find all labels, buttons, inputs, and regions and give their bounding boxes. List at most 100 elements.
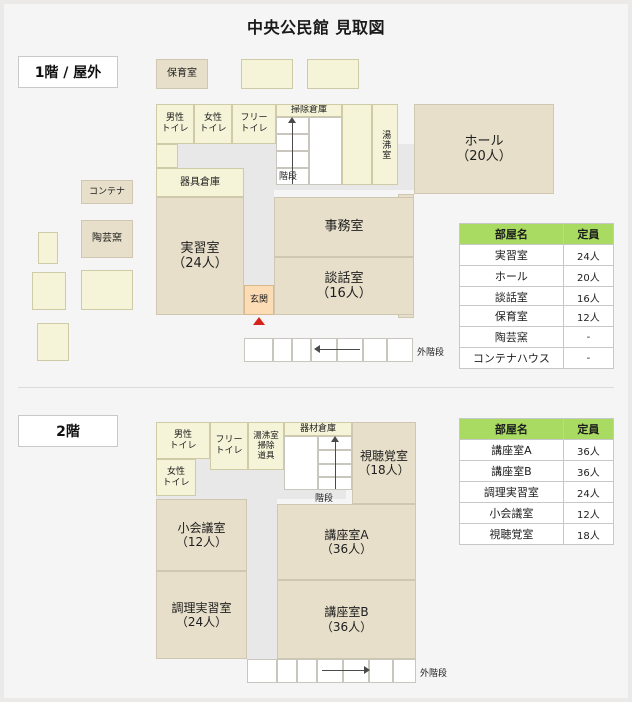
- room-2f-small-meeting[interactable]: 小会議室 （12人）: [156, 499, 247, 571]
- room-1f-boiler[interactable]: 湯沸室: [372, 104, 398, 185]
- table-cell-capacity: -: [562, 326, 615, 348]
- practice-room-name: 実習室: [180, 240, 220, 256]
- outdoor-nursery-room[interactable]: 保育室: [156, 59, 208, 89]
- outside-stair-arrow-head-2f: [364, 666, 370, 674]
- lecture-b-name: 講座室B: [324, 605, 369, 620]
- room-1f-cleaning-storage[interactable]: 掃除倉庫: [276, 104, 342, 117]
- lecture-a-capacity: （36人）: [320, 542, 373, 556]
- capacity-table-1f-outdoor: 保育室 12人 陶芸窯 - コンテナハウス -: [459, 305, 615, 369]
- room-1f-womens-toilet[interactable]: 女性 トイレ: [194, 104, 232, 144]
- table-header-roomname: 部屋名: [459, 418, 564, 440]
- outside-stair-step: [244, 338, 273, 362]
- equipment-storage-label: 器具倉庫: [180, 176, 220, 188]
- outside-stair-arrow-shaft-1f: [318, 349, 360, 350]
- outdoor-box-e[interactable]: [81, 270, 133, 310]
- av-room-capacity: （18人）: [358, 463, 410, 477]
- hall-capacity: （20人）: [456, 149, 512, 164]
- table-cell-roomname: 視聴覚室: [459, 523, 564, 545]
- outside-stair-step: [273, 338, 292, 362]
- outdoor-box-f[interactable]: [37, 323, 69, 361]
- table-cell-roomname: 講座室A: [459, 439, 564, 461]
- outdoor-box-d[interactable]: [32, 272, 66, 310]
- table-header-roomname: 部屋名: [459, 223, 564, 245]
- outside-stair-step: [247, 659, 277, 683]
- office-name: 事務室: [324, 219, 364, 235]
- table-row: 視聴覚室 18人: [459, 523, 615, 545]
- room-1f-side-box[interactable]: [342, 104, 372, 185]
- stair-arrow-shaft-2f: [335, 441, 336, 489]
- outdoor-container[interactable]: コンテナ: [81, 180, 133, 204]
- room-1f-lounge[interactable]: 談話室 （16人）: [274, 257, 414, 315]
- room-2f-lecture-b[interactable]: 講座室B （36人）: [277, 580, 416, 659]
- boiler-room-label: 湯沸室: [380, 129, 391, 160]
- mens-toilet-line1: 男性: [165, 113, 184, 124]
- room-1f-hall[interactable]: ホール （20人）: [414, 104, 554, 194]
- room-1f-practice[interactable]: 実習室 （24人）: [156, 197, 244, 315]
- room-2f-mens-toilet[interactable]: 男性 トイレ: [156, 422, 210, 459]
- stair-arrow-head-2f: [331, 436, 339, 442]
- cleaning-storage-label: 掃除倉庫: [290, 105, 327, 116]
- room-2f-cooking-practice[interactable]: 調理実習室 （24人）: [156, 571, 247, 659]
- womens-toilet-line1: 女性: [166, 466, 185, 477]
- outside-stairs-2f-label: 外階段: [420, 669, 448, 679]
- room-2f-boiler-cleaning[interactable]: 湯沸室 掃除 道具: [248, 422, 284, 470]
- table-cell-capacity: 24人: [562, 481, 615, 503]
- room-1f-equipment-storage[interactable]: 器具倉庫: [156, 168, 244, 197]
- stair-landing: [284, 436, 318, 490]
- room-2f-av[interactable]: 視聴覚室 （18人）: [352, 422, 416, 504]
- page-title: 中央公民館 見取図: [246, 18, 386, 37]
- small-meeting-name: 小会議室: [177, 520, 226, 535]
- table-header-capacity: 定員: [562, 418, 615, 440]
- material-storage-label: 器材倉庫: [299, 423, 336, 434]
- table-cell-roomname: 調理実習室: [459, 481, 564, 503]
- boiler-cleaning-line1: 湯沸室: [253, 430, 279, 441]
- stairs-2f-label: 階段: [315, 494, 334, 504]
- stair-arrow-head: [288, 117, 296, 123]
- boiler-cleaning-line2: 掃除: [257, 440, 275, 451]
- room-2f-lecture-a[interactable]: 講座室A （36人）: [277, 504, 416, 580]
- table-cell-roomname: コンテナハウス: [459, 347, 564, 369]
- room-2f-womens-toilet[interactable]: 女性 トイレ: [156, 459, 196, 496]
- practice-room-capacity: （24人）: [172, 256, 228, 271]
- table-cell-roomname: 談話室: [459, 286, 564, 308]
- capacity-table-2f: 部屋名 定員 講座室A 36人 講座室B 36人 調理実習室 24人 小会議室 …: [459, 418, 615, 545]
- table-cell-roomname: 陶芸窯: [459, 326, 564, 348]
- table-cell-capacity: 12人: [562, 502, 615, 524]
- room-1f-left-strip: [156, 144, 178, 168]
- room-1f-free-toilet[interactable]: フリー トイレ: [232, 104, 276, 144]
- room-1f-mens-toilet[interactable]: 男性 トイレ: [156, 104, 194, 144]
- table-header-capacity: 定員: [562, 223, 615, 245]
- outside-stair-step: [363, 338, 387, 362]
- outdoor-box-a[interactable]: [241, 59, 293, 89]
- room-2f-free-toilet[interactable]: フリー トイレ: [210, 422, 248, 470]
- table-row: コンテナハウス -: [459, 347, 615, 369]
- outside-stair-step: [277, 659, 297, 683]
- section-divider: [18, 387, 614, 388]
- boiler-cleaning-line3: 道具: [257, 451, 275, 461]
- room-1f-office[interactable]: 事務室: [274, 197, 414, 257]
- room-2f-material-storage[interactable]: 器材倉庫: [284, 422, 352, 436]
- table-row: 講座室B 36人: [459, 460, 615, 482]
- outdoor-box-b[interactable]: [307, 59, 359, 89]
- floorplan-page: 中央公民館 見取図 1階 / 屋外 保育室 コンテナ 陶芸窯 男性 トイレ 女性…: [4, 4, 628, 698]
- floor-tag-2f: 2階: [18, 415, 118, 447]
- outdoor-box-c[interactable]: [38, 232, 58, 264]
- outdoor-kiln[interactable]: 陶芸窯: [81, 220, 133, 258]
- free-toilet-line1: フリー: [240, 113, 268, 124]
- table-row: 小会議室 12人: [459, 502, 615, 524]
- table-cell-roomname: 実習室: [459, 244, 564, 266]
- table-cell-capacity: 18人: [562, 523, 615, 545]
- cooking-practice-capacity: （24人）: [175, 615, 228, 629]
- table-row: 調理実習室 24人: [459, 481, 615, 503]
- womens-toilet-line2: トイレ: [162, 477, 190, 488]
- room-1f-entrance[interactable]: 玄関: [244, 285, 274, 315]
- outside-stairs-1f-label: 外階段: [417, 348, 445, 358]
- entrance-marker-icon: [253, 317, 265, 325]
- table-row: 講座室A 36人: [459, 439, 615, 461]
- table-cell-roomname: 小会議室: [459, 502, 564, 524]
- table-row: 談話室 16人: [459, 286, 615, 308]
- lounge-name: 談話室: [324, 270, 364, 286]
- entrance-label: 玄関: [249, 294, 268, 305]
- table-cell-roomname: 講座室B: [459, 460, 564, 482]
- corridor-2f-vertical: [247, 459, 277, 659]
